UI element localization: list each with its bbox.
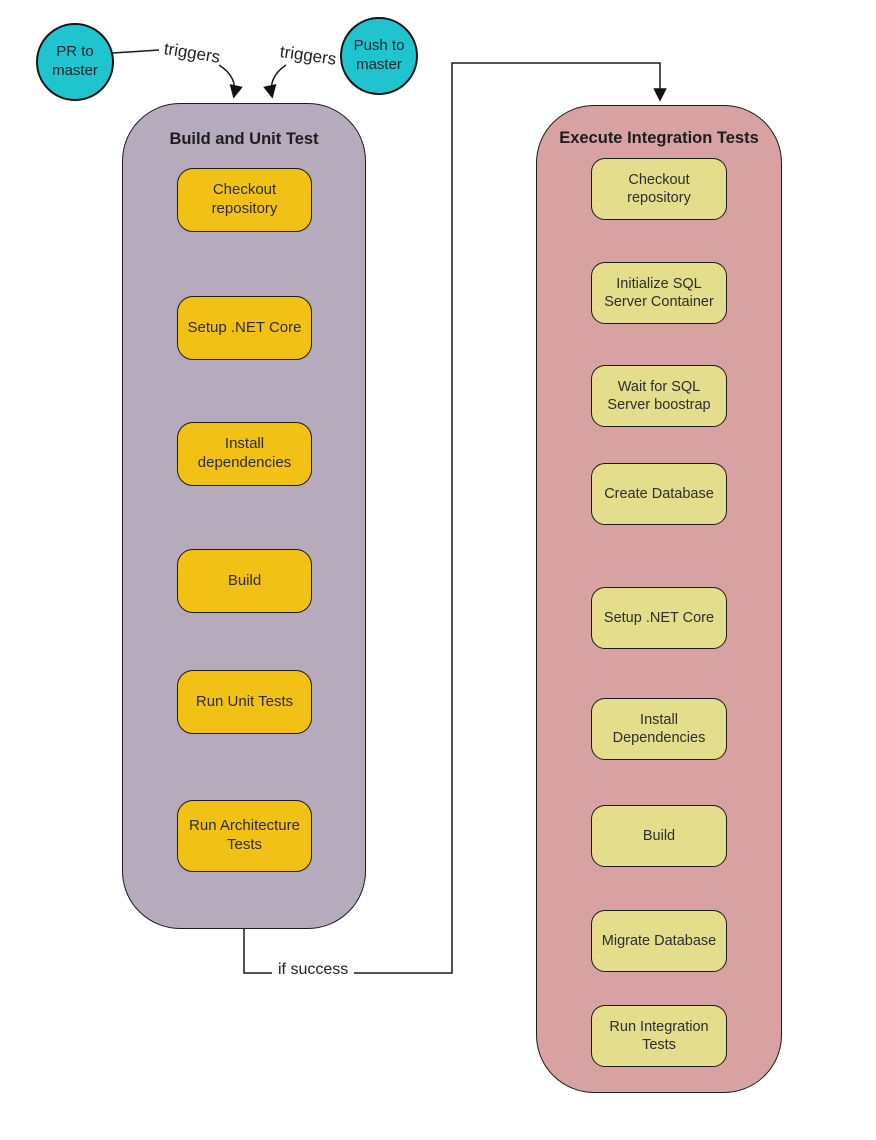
trigger-arrow-left bbox=[218, 64, 243, 99]
step-install-dependencies: Install Dependencies bbox=[591, 698, 727, 760]
trigger-circle-pr-to-master: PR to master bbox=[36, 23, 114, 101]
step-label: Install dependencies bbox=[197, 435, 292, 471]
step-migrate-database: Migrate Database bbox=[591, 910, 727, 972]
job-build-and-unit-test: Build and Unit Test bbox=[122, 103, 366, 929]
trigger-circle-label: Push to master bbox=[353, 37, 405, 73]
trigger-arrow-right bbox=[263, 64, 287, 99]
step-wait-for-sql-server-bootstrap: Wait for SQL Server boostrap bbox=[591, 365, 727, 427]
step-label: Setup .NET Core bbox=[187, 318, 302, 336]
step-label: Build bbox=[642, 827, 676, 844]
step-checkout-repository: Checkout repository bbox=[591, 158, 727, 220]
step-create-database: Create Database bbox=[591, 463, 727, 525]
step-install-dependencies: Install dependencies bbox=[177, 422, 312, 486]
step-label: Initialize SQL Server Container bbox=[604, 275, 714, 310]
job-title: Execute Integration Tests bbox=[559, 129, 759, 147]
step-setup-dotnet-core: Setup .NET Core bbox=[591, 587, 727, 649]
step-build: Build bbox=[591, 805, 727, 867]
step-label: Build bbox=[227, 571, 262, 589]
step-label: Install Dependencies bbox=[612, 711, 706, 746]
step-label: Migrate Database bbox=[601, 932, 717, 949]
step-label: Checkout repository bbox=[211, 181, 278, 217]
if-success-path bbox=[243, 62, 667, 974]
step-initialize-sql-server-container: Initialize SQL Server Container bbox=[591, 262, 727, 324]
step-label: Setup .NET Core bbox=[603, 609, 715, 626]
step-label: Run Integration Tests bbox=[609, 1018, 709, 1053]
step-build: Build bbox=[177, 549, 312, 613]
trigger-circle-push-to-master: Push to master bbox=[340, 17, 418, 95]
step-run-integration-tests: Run Integration Tests bbox=[591, 1005, 727, 1067]
step-label: Run Unit Tests bbox=[195, 692, 294, 710]
if-success-label: if success bbox=[272, 961, 355, 979]
step-run-architecture-tests: Run Architecture Tests bbox=[177, 800, 312, 872]
step-label: Run Architecture Tests bbox=[189, 817, 300, 853]
step-checkout-repository: Checkout repository bbox=[177, 168, 312, 232]
pr-connector-line bbox=[112, 49, 160, 54]
job-title: Build and Unit Test bbox=[169, 130, 319, 148]
step-setup-dotnet-core: Setup .NET Core bbox=[177, 296, 312, 360]
step-run-unit-tests: Run Unit Tests bbox=[177, 670, 312, 734]
step-label: Checkout repository bbox=[627, 171, 691, 206]
step-label: Create Database bbox=[604, 485, 714, 502]
trigger-circle-label: PR to master bbox=[52, 43, 98, 79]
step-label: Wait for SQL Server boostrap bbox=[607, 378, 711, 413]
